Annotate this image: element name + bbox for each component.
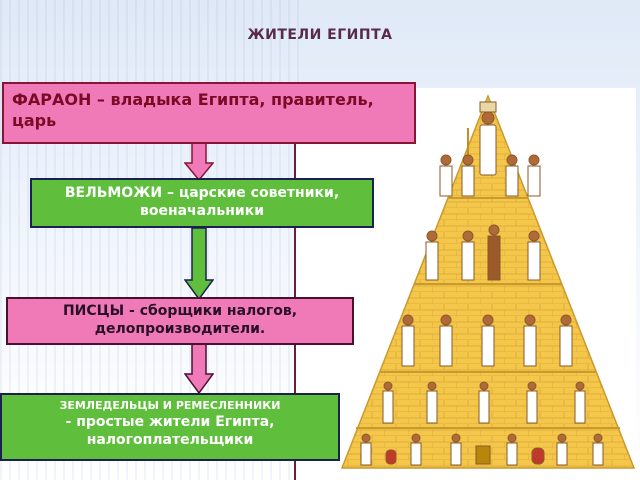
farmers-craftsmen-figures bbox=[360, 433, 604, 466]
level-pharaoh-box: ФАРАОН – владыка Египта, правитель, царь bbox=[2, 82, 416, 144]
pyramid-shape bbox=[340, 93, 636, 469]
level-heading: ВЕЛЬМОЖИ bbox=[64, 185, 163, 201]
arrow-down-icon bbox=[184, 344, 214, 394]
social-pyramid-illustration bbox=[340, 93, 636, 469]
workers-figures bbox=[382, 381, 586, 424]
slide-title: ЖИТЕЛИ ЕГИПТА bbox=[247, 27, 393, 43]
level-heading: ФАРАОН bbox=[12, 90, 92, 109]
nobles-figures bbox=[439, 154, 541, 197]
arrow-down-icon bbox=[184, 143, 214, 181]
level-description: сборщики налогов, делопроизводители. bbox=[94, 303, 298, 338]
level-description: владыка Египта, правитель, царь bbox=[12, 90, 374, 130]
level-nobles-box: ВЕЛЬМОЖИ – царские советники, военачальн… bbox=[30, 178, 374, 228]
scribes-figures bbox=[401, 314, 573, 367]
level-heading: ЗЕМЛЕДЕЛЬЦЫ И РЕМЕСЛЕННИКИ bbox=[59, 399, 281, 412]
level-scribes-box: ПИСЦЫ - сборщики налогов, делопроизводит… bbox=[6, 297, 354, 345]
level-farmers-box: ЗЕМЛЕДЕЛЬЦЫ И РЕМЕСЛЕННИКИ - простые жит… bbox=[0, 393, 340, 461]
level-description: царские советники, военачальники bbox=[139, 185, 340, 220]
level-heading: ПИСЦЫ bbox=[62, 303, 125, 319]
pharaoh-figure bbox=[467, 101, 497, 178]
arrow-down-icon bbox=[184, 228, 214, 300]
level-description: простые жители Египта, налогоплательщики bbox=[76, 414, 275, 449]
officials-figures bbox=[425, 224, 541, 281]
